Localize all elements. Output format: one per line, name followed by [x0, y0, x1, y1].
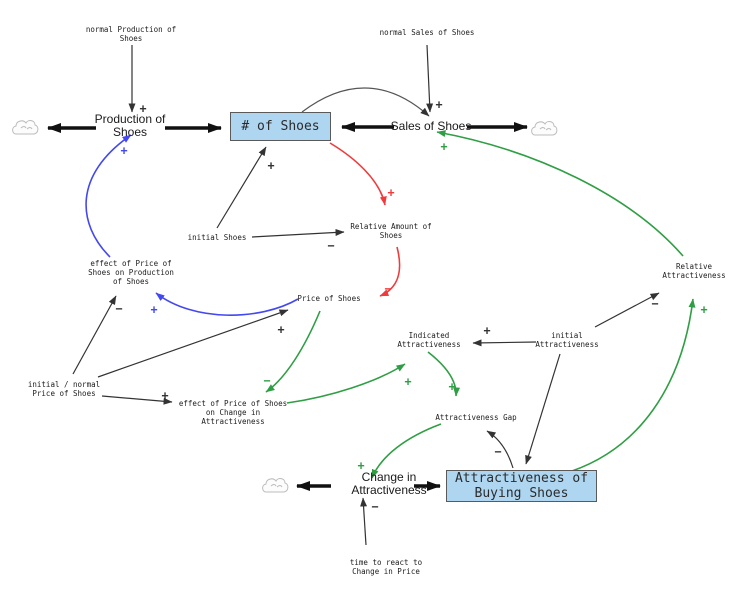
stock-label: # of Shoes — [241, 119, 320, 134]
variable-time-to-react-to-change-in-price[interactable]: time to react to Change in Price — [349, 558, 423, 576]
polarity-sign: + — [404, 375, 412, 389]
link-relative-amount-to-price[interactable] — [379, 246, 401, 297]
variable-normal-production-of-shoes[interactable]: normal Production of Shoes — [85, 25, 177, 43]
polarity-sign: + — [440, 140, 448, 154]
variable-indicated-attractiveness[interactable]: Indicated Attractiveness — [397, 331, 461, 349]
variable-effect-of-price-on-change-in-attractiveness[interactable]: effect of Price of Shoes on Change in At… — [178, 399, 288, 426]
polarity-sign: − — [371, 500, 379, 514]
flow-label-sales-of-shoes[interactable]: Sales of Shoes — [390, 119, 472, 133]
variable-initial-attractiveness[interactable]: initial Attractiveness — [535, 331, 599, 349]
cloud-icon[interactable] — [12, 120, 39, 135]
link-time-to-react-to-change[interactable] — [360, 497, 368, 546]
link-attractiveness-stock-to-relative-attr[interactable] — [571, 298, 696, 472]
cloud-icon[interactable] — [262, 478, 289, 493]
link-initial-price-to-effect-attractiveness[interactable] — [101, 395, 173, 405]
polarity-sign: + — [357, 459, 365, 473]
polarity-sign: + — [139, 102, 147, 116]
stock-label: Attractiveness of Buying Shoes — [454, 471, 589, 501]
variable-price-of-shoes[interactable]: Price of Shoes — [297, 294, 361, 303]
variable-initial-normal-price-of-shoes[interactable]: initial / normal Price of Shoes — [27, 380, 101, 398]
variable-relative-attractiveness[interactable]: Relative Attractiveness — [662, 262, 726, 280]
stock-number-of-shoes[interactable]: # of Shoes — [230, 112, 331, 141]
link-price-to-effect-production[interactable] — [155, 292, 299, 316]
link-initial-attr-to-attractiveness-stock[interactable] — [525, 353, 561, 465]
link-initial-shoes-to-shoes[interactable] — [216, 146, 267, 229]
link-initial-price-to-price[interactable] — [97, 309, 289, 378]
link-initial-shoes-to-relative-amount[interactable] — [251, 228, 345, 238]
polarity-sign: + — [435, 98, 443, 112]
variable-effect-of-price-on-production[interactable]: effect of Price of Shoes on Production o… — [88, 259, 174, 286]
polarity-sign: − — [494, 445, 502, 459]
polarity-sign: − — [115, 302, 123, 316]
polarity-sign: − — [651, 297, 659, 311]
link-indicated-to-gap[interactable] — [427, 351, 461, 397]
polarity-sign: + — [150, 303, 158, 317]
link-attractiveness-stock-to-gap[interactable] — [486, 430, 514, 469]
link-initial-attr-to-relative-attr[interactable] — [594, 292, 660, 328]
link-gap-to-change[interactable] — [371, 423, 442, 479]
polarity-sign: − — [327, 239, 335, 253]
polarity-sign: + — [387, 186, 395, 200]
link-effect-production-to-production[interactable] — [85, 134, 132, 258]
polarity-sign: + — [483, 324, 491, 338]
polarity-sign: − — [384, 282, 392, 296]
variable-attractiveness-gap[interactable]: Attractiveness Gap — [435, 413, 517, 422]
polarity-sign: + — [700, 303, 708, 317]
polarity-sign: + — [267, 159, 275, 173]
link-relative-attr-to-sales[interactable] — [436, 130, 684, 257]
link-initial-price-to-effect-production[interactable] — [72, 295, 117, 375]
polarity-sign: + — [277, 323, 285, 337]
stock-attractiveness-of-buying-shoes[interactable]: Attractiveness of Buying Shoes — [446, 470, 597, 502]
polarity-sign: + — [120, 144, 128, 158]
variable-initial-shoes[interactable]: initial Shoes — [187, 233, 247, 242]
polarity-sign: − — [263, 374, 271, 388]
link-shoes-to-sales[interactable] — [301, 87, 430, 117]
link-price-to-effect-attractiveness[interactable] — [265, 310, 321, 393]
link-normal-sales-to-sales[interactable] — [426, 44, 434, 113]
polarity-sign: + — [161, 389, 169, 403]
variable-relative-amount-of-shoes[interactable]: Relative Amount of Shoes — [350, 222, 432, 240]
link-initial-attr-to-indicated[interactable] — [472, 339, 537, 347]
link-effect-attractiveness-to-indicated[interactable] — [286, 363, 406, 404]
cloud-icon[interactable] — [531, 121, 558, 136]
flow-label-production-of-shoes[interactable]: Production of Shoes — [94, 112, 166, 139]
flow-label-change-in-attractiveness[interactable]: Change in Attractiveness — [351, 470, 427, 497]
variable-normal-sales-of-shoes[interactable]: normal Sales of Shoes — [379, 28, 475, 37]
polarity-sign: + — [448, 380, 456, 394]
link-shoes-to-relative-amount[interactable] — [329, 142, 387, 206]
